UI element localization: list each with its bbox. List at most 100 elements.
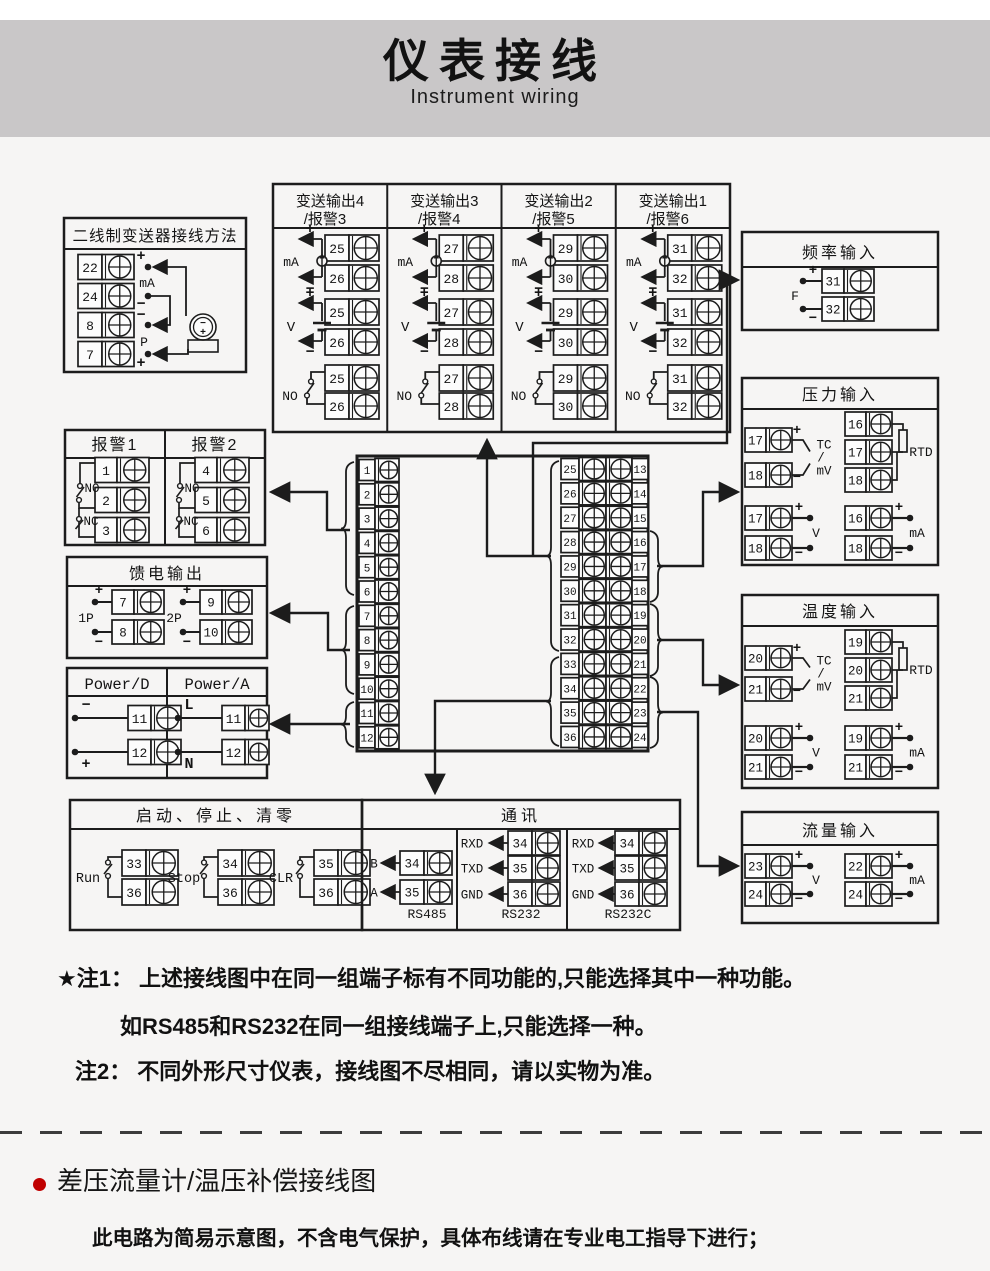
- diagram-label: mA: [283, 255, 299, 270]
- terminal-number: 30: [563, 587, 576, 599]
- terminal-number: 18: [748, 470, 763, 484]
- terminal-number: 27: [563, 514, 576, 526]
- top-white-strip: [0, 0, 990, 20]
- diagram-label: −: [81, 697, 90, 714]
- diagram-label: mV: [816, 681, 832, 695]
- diagram-label: −: [136, 307, 145, 324]
- box-title: 报警2: [192, 436, 239, 454]
- terminal-number: 16: [633, 538, 646, 550]
- terminal-number: 29: [558, 306, 574, 321]
- terminal-number: 20: [748, 653, 763, 667]
- terminal-number: 35: [512, 863, 527, 877]
- diagram-label: +: [793, 423, 801, 439]
- note-2: 注2：不同外形尺寸仪表，接线图不尽相同，请以实物为准。: [75, 1061, 665, 1083]
- diagram-label: +: [136, 248, 145, 265]
- terminal-number: 19: [633, 611, 646, 623]
- diagram-label: +: [305, 285, 314, 302]
- diagram-label: RXD: [572, 838, 595, 852]
- diagram-label: +: [795, 720, 803, 736]
- diagram-label: −: [95, 635, 103, 651]
- terminal-number: 4: [202, 464, 210, 479]
- terminal-number: 31: [672, 306, 688, 321]
- note-1-line-1: ★注1：上述接线图中在同一组端子标有不同功能的,只能选择其中一种功能。: [57, 968, 805, 990]
- diagram-label: −: [809, 311, 817, 327]
- diagram-label: −: [534, 344, 543, 361]
- diagram-label: TXD: [461, 863, 484, 877]
- terminal-number: 7: [364, 612, 371, 624]
- diagram-label: NO: [84, 482, 99, 496]
- terminal-number: 17: [748, 435, 763, 449]
- dashed-divider: [0, 1131, 990, 1134]
- terminal-number: 10: [203, 627, 218, 641]
- diagram-label: A: [370, 887, 378, 901]
- diagram-label: −: [648, 344, 657, 361]
- terminal-number: 35: [404, 887, 419, 901]
- terminal-number: 32: [672, 272, 688, 287]
- diagram-label: −: [793, 470, 801, 486]
- note-2-prefix: 注2：: [75, 1059, 132, 1084]
- diagram-label: −: [420, 281, 429, 298]
- terminal-number: 10: [360, 685, 373, 697]
- diagram-label: +: [534, 221, 543, 238]
- terminal-number: 32: [672, 336, 688, 351]
- terminal-number: 34: [563, 684, 577, 696]
- terminal-number: 30: [558, 272, 574, 287]
- transmit-output-alarm-box: 变送输出4/报警32526+−mA2526+−V2526NO变送输出3/报警42…: [271, 182, 732, 434]
- terminal-number: 36: [512, 889, 527, 903]
- diagram-label: mA: [909, 873, 925, 888]
- box-title: 变送输出3: [410, 193, 478, 210]
- terminal-number: 12: [226, 746, 242, 761]
- box-title: /报警6: [646, 211, 689, 228]
- box-title: 频率输入: [802, 244, 878, 262]
- terminal-number: 24: [633, 733, 647, 745]
- note-2-text: 不同外形尺寸仪表，接线图不尽相同，请以实物为准。: [137, 1059, 666, 1084]
- terminal-number: 26: [563, 489, 576, 501]
- page-title: 仪表接线: [383, 35, 607, 87]
- terminal-number: 11: [226, 712, 242, 727]
- terminal-number: 30: [558, 336, 574, 351]
- diagram-label: TXD: [572, 863, 595, 877]
- box-title: Power/D: [84, 676, 149, 694]
- terminal-number: 4: [364, 539, 371, 551]
- terminal-number: 21: [848, 693, 863, 707]
- diagram-label: −: [200, 319, 206, 330]
- note-1-text: 上述接线图中在同一组端子标有不同功能的,只能选择其中一种功能。: [138, 966, 806, 991]
- diagram-label: RTD: [909, 445, 933, 460]
- terminal-number: 11: [360, 709, 374, 721]
- section-subtext: 此电路为简易示意图，不含电气保护，具体布线请在专业电工指导下进行；: [92, 1227, 769, 1250]
- terminal-number: 28: [443, 336, 459, 351]
- header-band: 仪表接线 Instrument wiring: [0, 20, 990, 137]
- diagram-label: +: [81, 756, 90, 773]
- terminal-number: 22: [633, 684, 646, 696]
- diagram-label: /: [817, 668, 825, 682]
- diagram-label: V: [812, 746, 820, 761]
- box-title: 流量输入: [802, 822, 878, 840]
- diagram-label: −: [895, 546, 903, 562]
- terminal-number: 2: [102, 494, 110, 509]
- terminal-number: 21: [748, 684, 763, 698]
- terminal-number: 36: [619, 889, 634, 903]
- terminal-number: 27: [443, 306, 459, 321]
- terminal-number: 2: [364, 490, 371, 502]
- terminal-number: 28: [443, 272, 459, 287]
- terminal-number: 26: [329, 400, 345, 415]
- terminal-number: 34: [512, 838, 527, 852]
- terminal-number: 6: [364, 588, 371, 600]
- diagram-label: TC: [816, 655, 831, 669]
- diagram-label: NO: [282, 389, 298, 404]
- terminal-number: 31: [563, 611, 577, 623]
- terminal-number: 20: [748, 733, 763, 747]
- diagram-label: mA: [512, 255, 528, 270]
- box-title: Power/A: [184, 676, 250, 694]
- diagram-label: +: [895, 848, 903, 864]
- diagram-label: +: [895, 500, 903, 516]
- terminal-number: 17: [633, 563, 646, 575]
- diagram-label: −: [305, 281, 314, 298]
- terminal-number: 5: [364, 563, 371, 575]
- terminal-number: 24: [848, 889, 863, 903]
- terminal-number: 29: [558, 242, 574, 257]
